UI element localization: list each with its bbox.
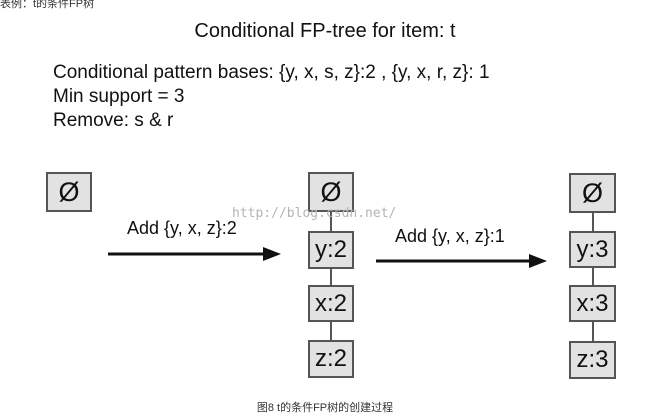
middle-node-x: x:2 — [308, 285, 354, 322]
middle-edge-x-z — [330, 321, 332, 341]
conditional-pattern-bases: Conditional pattern bases: {y, x, s, z}:… — [53, 62, 490, 83]
middle-edge-y-x — [330, 268, 332, 286]
left-tree-root: Ø — [46, 172, 92, 212]
middle-edge-root-y — [330, 210, 332, 232]
right-edge-y-x — [592, 267, 594, 287]
middle-tree-root: Ø — [308, 172, 354, 212]
right-node-y: y:3 — [569, 231, 616, 268]
figure-caption: 图8 t的条件FP树的创建过程 — [256, 402, 394, 414]
right-edge-root-y — [592, 211, 594, 233]
middle-node-z: z:2 — [308, 340, 354, 378]
right-node-x: x:3 — [569, 285, 616, 322]
watermark: http://blog.csdn.net/ — [232, 206, 397, 221]
middle-node-y: y:2 — [308, 231, 354, 269]
top-caption: 表例：t的条件FP树 — [0, 0, 95, 10]
arrow-label-second: Add {y, x, z}:1 — [395, 226, 505, 246]
right-node-z: z:3 — [569, 341, 616, 379]
min-support: Min support = 3 — [53, 86, 185, 107]
arrow-right-second — [376, 254, 547, 268]
arrow-label-first: Add {y, x, z}:2 — [127, 218, 237, 238]
right-tree-root: Ø — [569, 173, 616, 213]
remove-items: Remove: s & r — [53, 110, 174, 131]
right-edge-x-z — [592, 320, 594, 343]
diagram-title: Conditional FP-tree for item: t — [194, 20, 456, 42]
arrow-right-first — [108, 247, 281, 261]
